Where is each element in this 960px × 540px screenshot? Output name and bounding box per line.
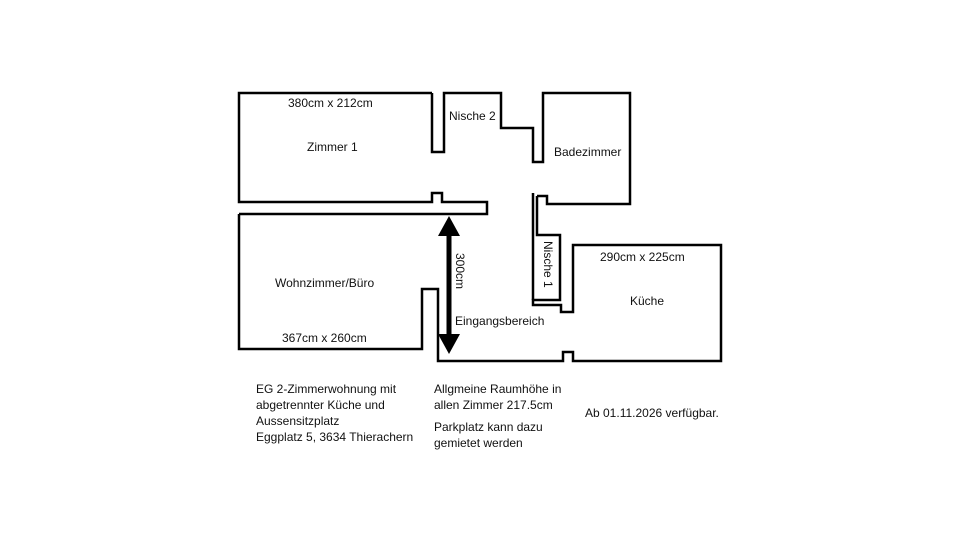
badezimmer-name: Badezimmer bbox=[554, 145, 621, 159]
wohnzimmer-name: Wohnzimmer/Büro bbox=[275, 276, 374, 290]
description-line: Eggplatz 5, 3634 Thierachern bbox=[256, 430, 414, 444]
room-wohnzimmer-walls bbox=[237, 214, 440, 351]
height-note: Allgmeine Raumhöhe in allen Zimmer 217.5… bbox=[434, 381, 561, 413]
room-badezimmer-walls bbox=[436, 196, 723, 363]
room-zimmer-1-door-jamb bbox=[430, 91, 632, 206]
description-note: EG 2-Zimmerwohnung mit abgetrennter Küch… bbox=[256, 381, 413, 445]
room-zimmer-1-walls bbox=[237, 91, 489, 216]
dimension-arrow bbox=[438, 216, 460, 354]
kueche-name: Küche bbox=[630, 294, 664, 308]
parking-note: Parkplatz kann dazu gemietet werden bbox=[434, 419, 543, 451]
height-line: Allgmeine Raumhöhe in bbox=[434, 382, 562, 396]
eingang-name: Eingangsbereich bbox=[455, 314, 544, 328]
kueche-size: 290cm x 225cm bbox=[600, 250, 685, 264]
availability-note: Ab 01.11.2026 verfügbar. bbox=[585, 406, 719, 420]
zimmer-1-size: 380cm x 212cm bbox=[288, 96, 373, 110]
parking-line: Parkplatz kann dazu bbox=[434, 420, 543, 434]
dimension-label: 300cm bbox=[453, 253, 467, 289]
description-line: abgetrennter Küche und bbox=[256, 398, 385, 412]
description-line: Aussensitzplatz bbox=[256, 414, 340, 428]
parking-line: gemietet werden bbox=[434, 436, 523, 450]
wohnzimmer-size: 367cm x 260cm bbox=[282, 331, 367, 345]
description-line: EG 2-Zimmerwohnung mit bbox=[256, 382, 397, 396]
height-line: allen Zimmer 217.5cm bbox=[434, 398, 553, 412]
zimmer-1-name: Zimmer 1 bbox=[307, 140, 358, 154]
nische-2-name: Nische 2 bbox=[449, 109, 496, 123]
nische-1-name: Nische 1 bbox=[541, 241, 555, 288]
